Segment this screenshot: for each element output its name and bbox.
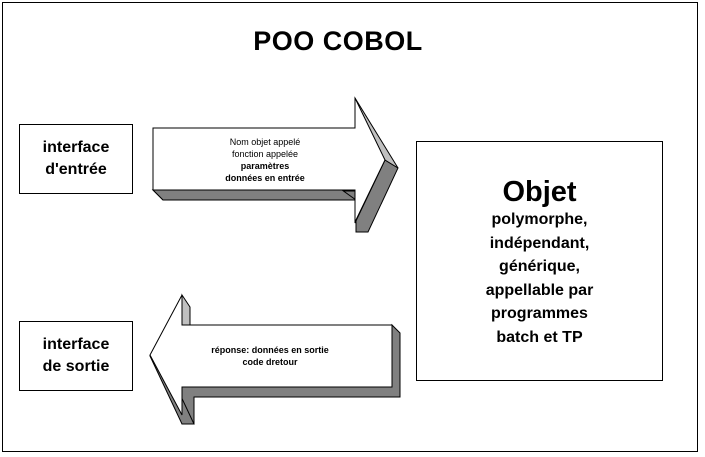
output-interface-box: interface de sortie	[19, 321, 133, 391]
object-line-6: batch et TP	[496, 328, 583, 346]
output-interface-label-line2: de sortie	[42, 358, 110, 375]
input-interface-label-line2: d'entrée	[45, 161, 107, 178]
output-arrow-line2: code dretour	[242, 357, 298, 367]
object-line-2: indépendant,	[489, 234, 590, 252]
input-arrow-face	[152, 97, 386, 223]
input-interface-box: interface d'entrée	[19, 124, 133, 194]
input-arrow-bottom	[151, 189, 358, 201]
input-arrow-line3: paramètres	[240, 161, 290, 171]
object-line-5: programmes	[491, 305, 588, 322]
object-line-4: appellable par	[485, 281, 594, 299]
input-arrow-text: Nom objet appelé fonction appelée paramè…	[195, 136, 335, 184]
input-arrow-line4: données en entrée	[225, 173, 305, 183]
output-arrow-text: réponse: données en sortie code dretour	[180, 344, 360, 368]
output-arrow	[149, 293, 401, 425]
output-interface-label-line1: interface	[42, 336, 110, 353]
object-line-1: polymorphe,	[491, 211, 588, 228]
object-line-3: générique,	[499, 258, 580, 275]
object-box: Objet polymorphe, indépendant, générique…	[416, 141, 663, 381]
input-interface-label-line1: interface	[42, 139, 110, 156]
output-arrow-face	[149, 294, 393, 416]
object-title: Objet	[502, 176, 577, 208]
input-arrow	[151, 96, 399, 233]
output-arrow-line1: réponse: données en sortie	[211, 345, 329, 355]
input-arrow-line2: fonction appelée	[231, 149, 299, 159]
page-title: POO COBOL	[253, 26, 423, 56]
input-arrow-line1: Nom objet appelé	[229, 137, 301, 147]
